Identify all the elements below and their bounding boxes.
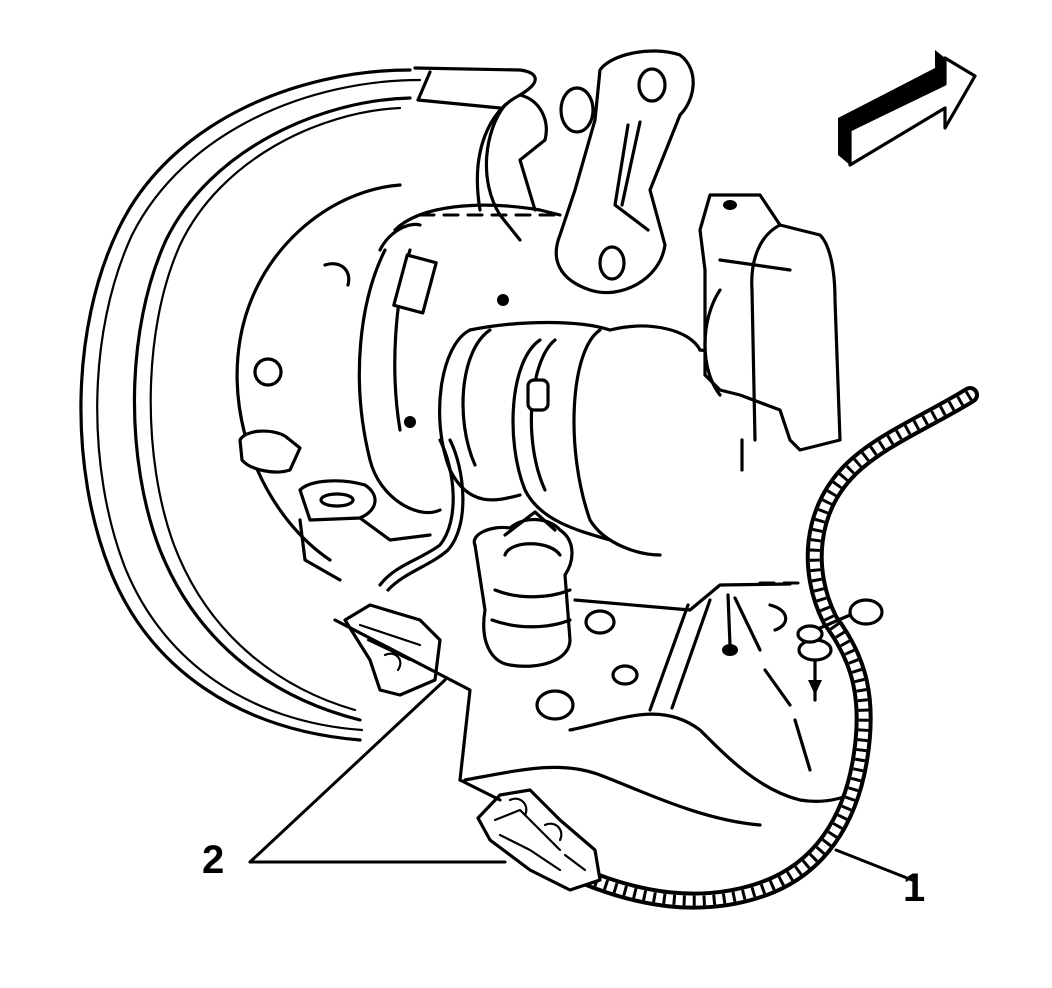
steering-knuckle [298, 66, 562, 582]
harness-connector [333, 603, 602, 892]
upper-link [554, 49, 695, 295]
brake-rotor [79, 68, 422, 742]
brake-caliper [698, 193, 842, 472]
callout-label-1: 1 [903, 866, 926, 910]
lower-ball-joint [472, 510, 575, 721]
direction-arrow-icon [838, 50, 977, 167]
callout-leaders [248, 678, 914, 882]
callout-label-2: 2 [202, 838, 225, 882]
wheel-speed-sensor-harness [378, 386, 979, 910]
